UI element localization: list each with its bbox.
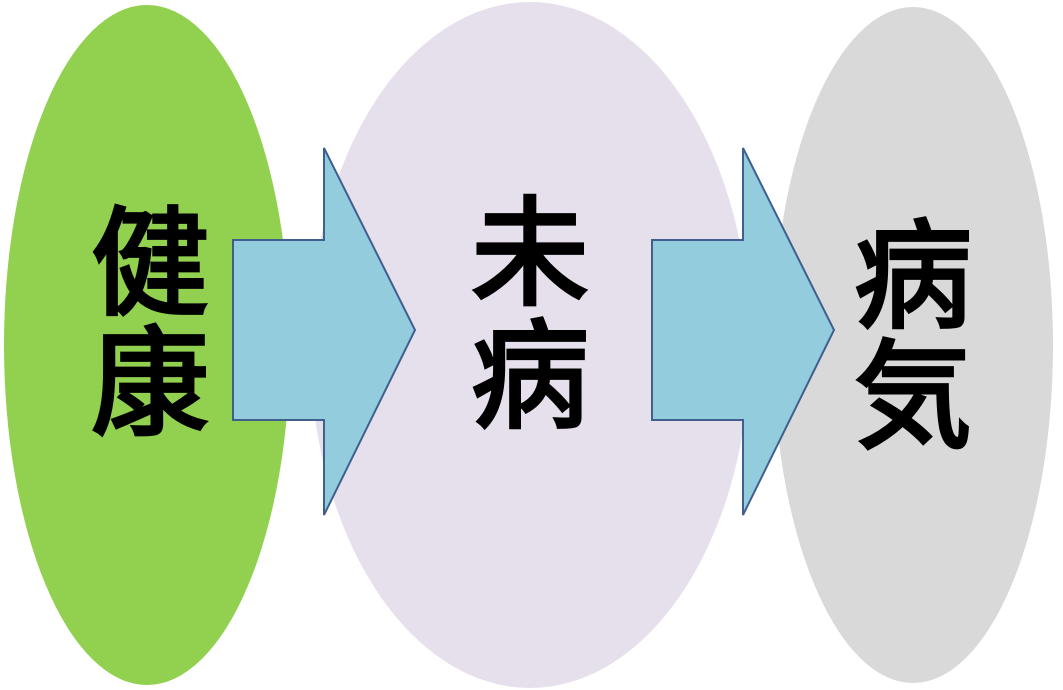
stage-kenkou-ellipse xyxy=(4,5,290,685)
stage-byouki-label-char-1: 病 xyxy=(854,208,972,346)
arrow-right-icon xyxy=(651,147,836,516)
stage-mibyou-label-char-2: 病 xyxy=(471,308,589,446)
stage-kenkou-label-char-1: 健 xyxy=(91,195,209,333)
stage-kenkou-label-char-2: 康 xyxy=(91,315,209,453)
stage-mibyou-label-char-1: 未 xyxy=(471,185,589,323)
stage-byouki-label-char-2: 気 xyxy=(854,328,972,466)
arrow-right-icon xyxy=(232,147,417,516)
stage-byouki-ellipse xyxy=(773,7,1053,683)
stage-mibyou-ellipse xyxy=(310,2,750,688)
